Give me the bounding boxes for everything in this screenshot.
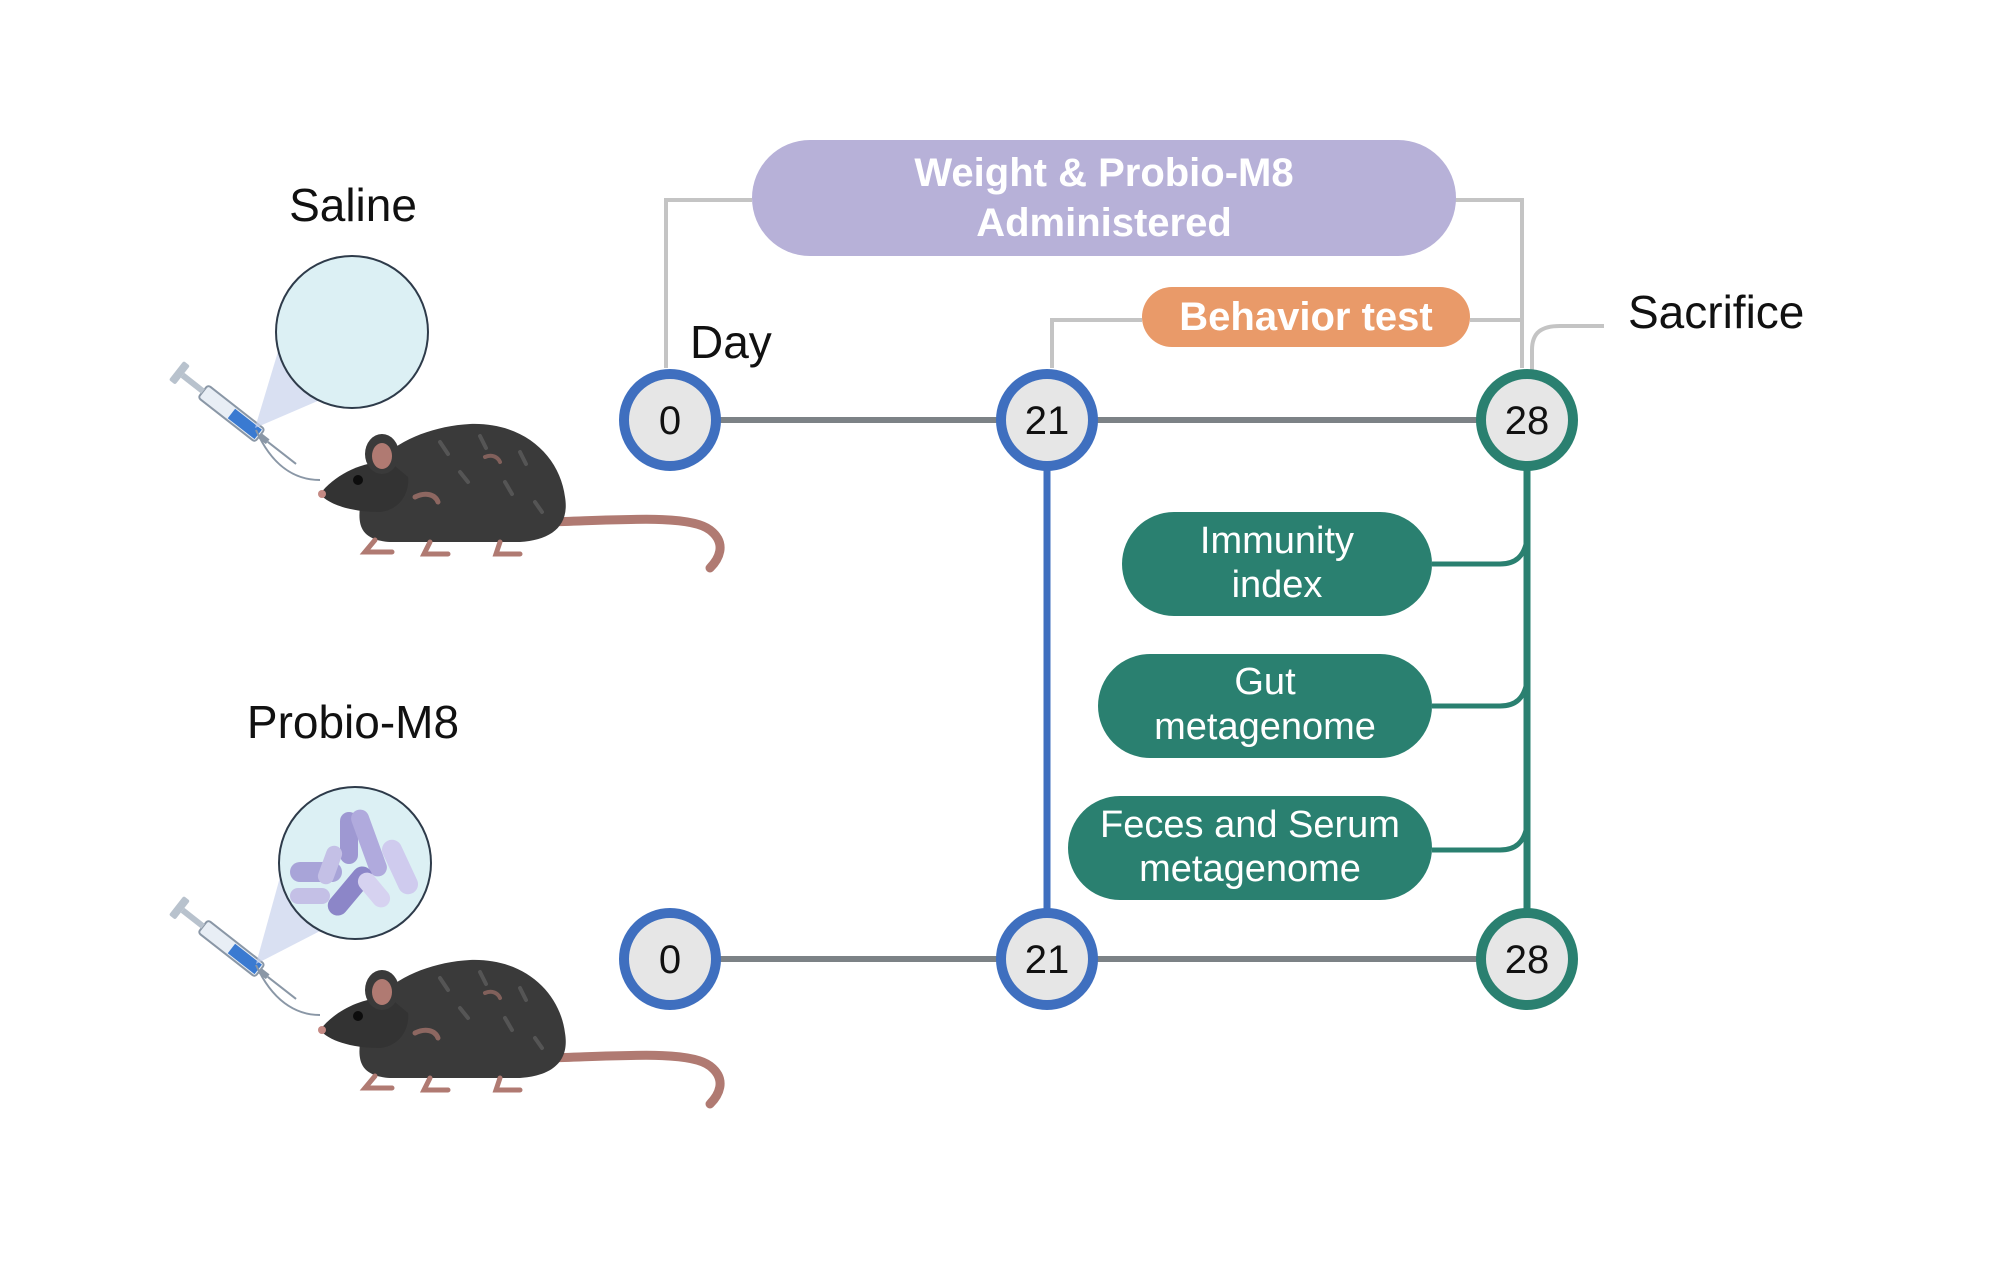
probio-tube-icon <box>255 964 321 1016</box>
bottom-day21-node: 21 <box>996 908 1098 1010</box>
feces-line2: metagenome <box>1139 848 1361 890</box>
sacrifice-connector <box>1530 324 1604 370</box>
saline-tube-icon <box>255 429 321 481</box>
feces-serum-box: Feces and Serum metagenome <box>1068 796 1432 900</box>
top-day21-label: 21 <box>1025 399 1070 443</box>
gut-line2: metagenome <box>1154 706 1376 748</box>
top-day0-node: 0 <box>619 369 721 471</box>
gut-line1: Gut <box>1234 661 1296 703</box>
feces-line1: Feces and Serum <box>1100 804 1400 846</box>
immunity-branch <box>1432 539 1530 567</box>
behavior-bracket-left <box>1050 318 1142 368</box>
administered-bracket-left <box>664 198 752 368</box>
top-day28-label: 28 <box>1505 399 1550 443</box>
saline-bubble-pointer-icon <box>255 345 320 428</box>
behavior-test-box: Behavior test <box>1142 287 1470 347</box>
immunity-line2: index <box>1232 564 1323 606</box>
bacteria-bubble-icon <box>278 786 432 940</box>
feces-branch <box>1432 825 1530 853</box>
bottom-day28-node: 28 <box>1476 908 1578 1010</box>
immunity-line1: Immunity <box>1200 520 1354 562</box>
administered-line1: Weight & Probio-M8 <box>914 151 1293 195</box>
saline-group-label: Saline <box>289 179 417 231</box>
administered-bracket-right <box>1455 198 1524 368</box>
saline-bubble-icon <box>275 255 429 409</box>
bottom-day0-node: 0 <box>619 908 721 1010</box>
top-day21-node: 21 <box>996 369 1098 471</box>
top-day0-label: 0 <box>659 399 681 443</box>
administered-line2: Administered <box>976 201 1232 245</box>
administered-box: Weight & Probio-M8 Administered <box>752 140 1456 256</box>
bottom-day28-label: 28 <box>1505 938 1550 982</box>
bottom-day21-label: 21 <box>1025 938 1070 982</box>
behavior-test-label: Behavior test <box>1179 295 1432 339</box>
probio-group-label: Probio-M8 <box>247 696 459 748</box>
bottom-day0-label: 0 <box>659 938 681 982</box>
sacrifice-label: Sacrifice <box>1628 286 1804 338</box>
immunity-index-box: Immunity index <box>1122 512 1432 616</box>
gut-metagenome-box: Gut metagenome <box>1098 654 1432 758</box>
gut-branch <box>1432 681 1530 709</box>
top-day28-node: 28 <box>1476 369 1578 471</box>
probio-bubble-pointer-icon <box>256 870 322 964</box>
day-label: Day <box>690 316 772 368</box>
